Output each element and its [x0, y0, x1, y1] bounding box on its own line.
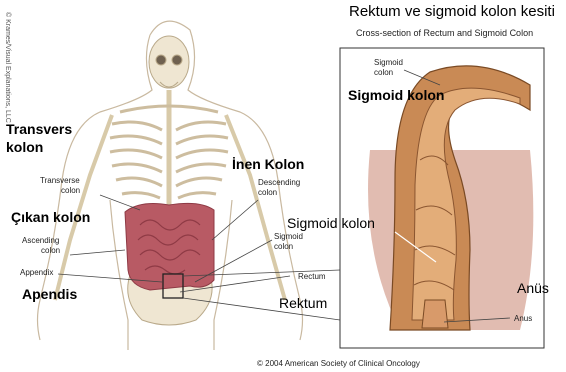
label-sigmoid-en-1: Sigmoid [274, 232, 303, 241]
label-appendix-tr: Apendis [22, 287, 77, 301]
copyright: © 2004 American Society of Clinical Onco… [257, 359, 420, 368]
label-descending-tr: İnen Kolon [232, 157, 304, 171]
subtitle-en: Cross-section of Rectum and Sigmoid Colo… [356, 28, 533, 38]
inset-label-sigmoid-tr: Sigmoid kolon [348, 88, 444, 102]
label-transverse-tr-2: kolon [6, 140, 43, 154]
label-transverse-tr-1: Transvers [6, 122, 72, 136]
label-descending-en-2: colon [258, 188, 277, 197]
label-rectum-tr: Rektum [279, 296, 327, 310]
side-credit: © Krames/Visual Explanations, LLC [1, 12, 13, 342]
label-ascending-en-2: colon [41, 246, 60, 255]
inset-label-sigmoid-en-1: Sigmoid [374, 58, 403, 67]
label-anus-tr: Anüs [517, 281, 549, 295]
label-rectum-en: Rectum [298, 272, 326, 281]
label-ascending-tr: Çıkan kolon [11, 210, 90, 224]
label-transverse-en-1: Transverse [40, 176, 80, 185]
label-ascending-en-1: Ascending [22, 236, 59, 245]
label-anus-en: Anus [514, 314, 532, 323]
intestines [125, 203, 214, 290]
label-sigmoid-tr-mid: Sigmoid kolon [287, 216, 375, 230]
title-tr: Rektum ve sigmoid kolon kesiti [349, 4, 555, 19]
label-transverse-en-2: colon [61, 186, 80, 195]
inset-label-sigmoid-en-2: colon [374, 68, 393, 77]
label-sigmoid-en-2: colon [274, 242, 293, 251]
skull [149, 36, 189, 88]
side-credit-text: © Krames/Visual Explanations, LLC [4, 12, 11, 24]
label-appendix-en: Appendix [20, 268, 53, 277]
label-descending-en-1: Descending [258, 178, 300, 187]
